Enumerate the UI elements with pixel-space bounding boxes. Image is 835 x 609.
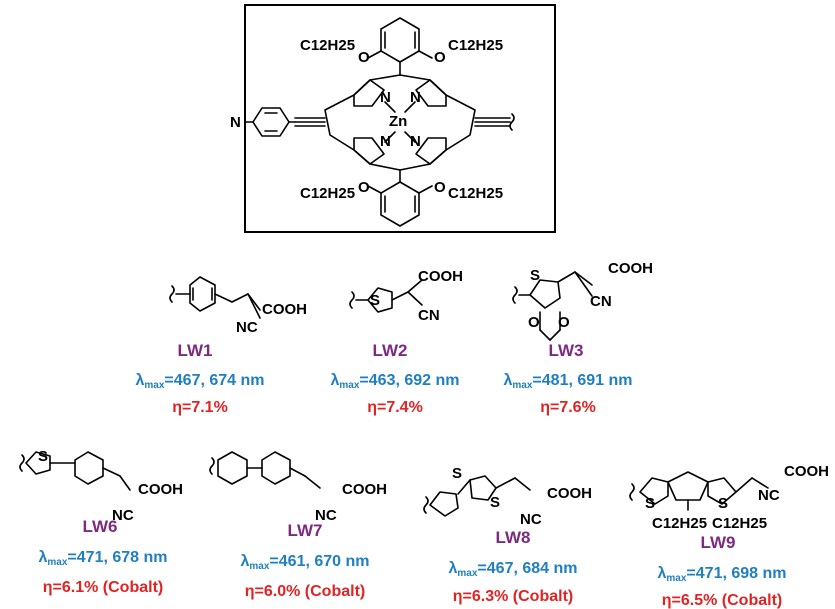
lw7-name: LW7 xyxy=(288,521,323,540)
lw3-oxygen-label: O xyxy=(528,314,540,331)
lw3-structure xyxy=(512,271,593,341)
lw8-efficiency: η=6.3% (Cobalt) xyxy=(453,588,573,605)
lw9-structure xyxy=(629,471,769,511)
lw3-lambda: λmax=481, 691 nm xyxy=(504,372,633,391)
core-alkyl-chain-label: C12H25 xyxy=(448,37,503,54)
lw9-lambda: λmax=471, 698 nm xyxy=(658,565,787,584)
lw9-cyano-label: NC xyxy=(758,487,780,504)
lw6-structure xyxy=(19,451,131,491)
lw6-lambda: λmax=471, 678 nm xyxy=(39,549,168,568)
lw2-cyano-label: CN xyxy=(418,307,440,324)
lw3-oxygen-label: O xyxy=(558,314,570,331)
lw1-carboxyl-label: COOH xyxy=(262,301,307,318)
lw9-efficiency: η=6.5% (Cobalt) xyxy=(662,592,782,609)
core-nitrogen-label: N xyxy=(380,89,391,106)
lw1-name: LW1 xyxy=(178,341,213,360)
lw1-cyano-label: NC xyxy=(236,319,258,336)
lw8-sulfur-label: S xyxy=(452,465,462,482)
core-oxygen-label: O xyxy=(358,49,370,66)
lw7-lambda: λmax=461, 670 nm xyxy=(241,553,370,572)
core-amine-nitrogen-label: N xyxy=(230,114,241,131)
lw2-sulfur-label: S xyxy=(370,292,380,309)
core-zinc-label: Zn xyxy=(389,113,407,130)
lw2-efficiency: η=7.4% xyxy=(367,399,423,416)
lw3-sulfur-label: S xyxy=(530,267,540,284)
lw8-cyano-label: NC xyxy=(520,511,542,528)
lw3-cyano-label: CN xyxy=(590,293,612,310)
lw2-name: LW2 xyxy=(373,341,408,360)
lw6-sulfur-label: S xyxy=(38,448,48,465)
lw2-carboxyl-label: COOH xyxy=(418,268,463,285)
lw3-name: LW3 xyxy=(549,341,584,360)
lw9-sulfur-label: S xyxy=(718,495,728,512)
lw1-efficiency: η=7.1% xyxy=(172,399,228,416)
lw6-efficiency: η=6.1% (Cobalt) xyxy=(43,579,163,596)
lw9-sulfur-label: S xyxy=(645,495,655,512)
core-alkyl-chain-label: C12H25 xyxy=(300,185,355,202)
lw8-structure xyxy=(423,475,531,517)
lw1-structure xyxy=(169,276,261,319)
lw3-carboxyl-label: COOH xyxy=(608,260,653,277)
core-alkyl-chain-label: C12H25 xyxy=(300,37,355,54)
lw6-name: LW6 xyxy=(83,517,118,536)
lw3-efficiency: η=7.6% xyxy=(540,399,596,416)
lw7-carboxyl-label: COOH xyxy=(342,481,387,498)
core-nitrogen-label: N xyxy=(410,133,421,150)
lw9-alkyl-chain-label: C12H25 xyxy=(712,515,767,532)
core-nitrogen-label: N xyxy=(410,89,421,106)
core-oxygen-label: O xyxy=(358,179,370,196)
lw7-structure xyxy=(209,451,321,489)
lw9-name: LW9 xyxy=(701,533,736,552)
core-oxygen-label: O xyxy=(434,179,446,196)
core-oxygen-label: O xyxy=(434,49,446,66)
core-nitrogen-label: N xyxy=(380,133,391,150)
lw9-carboxyl-label: COOH xyxy=(784,463,829,480)
lw8-sulfur-label: S xyxy=(490,494,500,511)
lw9-alkyl-chain-label: C12H25 xyxy=(652,515,707,532)
lw2-lambda: λmax=463, 692 nm xyxy=(331,372,460,391)
lw7-cyano-label: NC xyxy=(315,507,337,524)
lw2-structure xyxy=(349,279,423,313)
lw7-efficiency: η=6.0% (Cobalt) xyxy=(245,583,365,600)
core-alkyl-chain-label: C12H25 xyxy=(448,185,503,202)
lw8-lambda: λmax=467, 684 nm xyxy=(449,560,578,579)
porphyrin-core-structure xyxy=(244,17,515,227)
lw6-cyano-label: NC xyxy=(112,507,134,524)
lw8-carboxyl-label: COOH xyxy=(547,485,592,502)
lw8-name: LW8 xyxy=(496,528,531,547)
lw1-lambda: λmax=467, 674 nm xyxy=(136,372,265,391)
lw6-carboxyl-label: COOH xyxy=(138,481,183,498)
